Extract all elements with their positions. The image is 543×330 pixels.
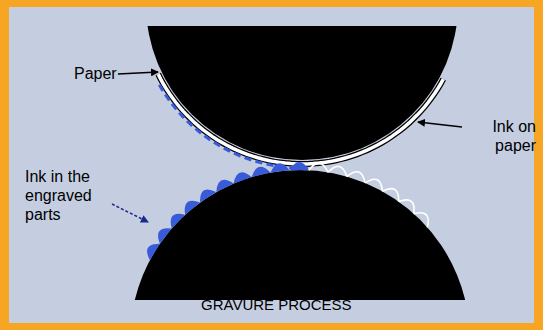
paper-strip bbox=[158, 74, 443, 164]
ink-dash bbox=[255, 161, 262, 163]
paper-outline bbox=[158, 74, 443, 164]
ink-dash bbox=[301, 166, 308, 169]
ink-dash bbox=[159, 85, 163, 91]
ink-dash bbox=[214, 142, 220, 146]
ink-cell bbox=[185, 201, 200, 215]
ink-dash bbox=[278, 165, 285, 169]
leader-arrow bbox=[418, 122, 462, 127]
ink-cell bbox=[171, 214, 185, 229]
part-label: Ink on paper bbox=[464, 117, 536, 155]
ink-dash bbox=[267, 164, 274, 165]
ink-dash bbox=[245, 158, 252, 160]
ink-dash bbox=[289, 166, 296, 169]
ink-dash bbox=[172, 104, 176, 110]
engraved-cells bbox=[147, 162, 428, 260]
ink-cell bbox=[147, 244, 160, 261]
ink-cell bbox=[252, 167, 271, 177]
ink-on-paper bbox=[159, 85, 307, 168]
ink-dash bbox=[165, 95, 169, 101]
ink-dash bbox=[179, 113, 184, 118]
ink-dash bbox=[195, 129, 201, 134]
ink-dash bbox=[234, 153, 241, 156]
ink-cell bbox=[216, 180, 233, 192]
ink-cell bbox=[290, 162, 309, 170]
engraved-cylinder bbox=[130, 170, 470, 300]
ink-cell bbox=[158, 228, 172, 243]
empty-cell bbox=[309, 163, 428, 227]
leader-arrow bbox=[112, 204, 148, 222]
ink-dash bbox=[187, 121, 192, 126]
ink-cell bbox=[200, 189, 216, 202]
ink-cell bbox=[234, 172, 252, 183]
part-label: Ink in the engraved parts bbox=[25, 167, 117, 224]
ink-dash bbox=[204, 136, 210, 140]
caption: GRAVURE PROCESS bbox=[201, 296, 352, 314]
part-label: Paper bbox=[74, 64, 118, 83]
leader-arrow bbox=[118, 72, 158, 74]
impression-roller bbox=[146, 26, 458, 160]
ink-dash bbox=[224, 148, 230, 151]
